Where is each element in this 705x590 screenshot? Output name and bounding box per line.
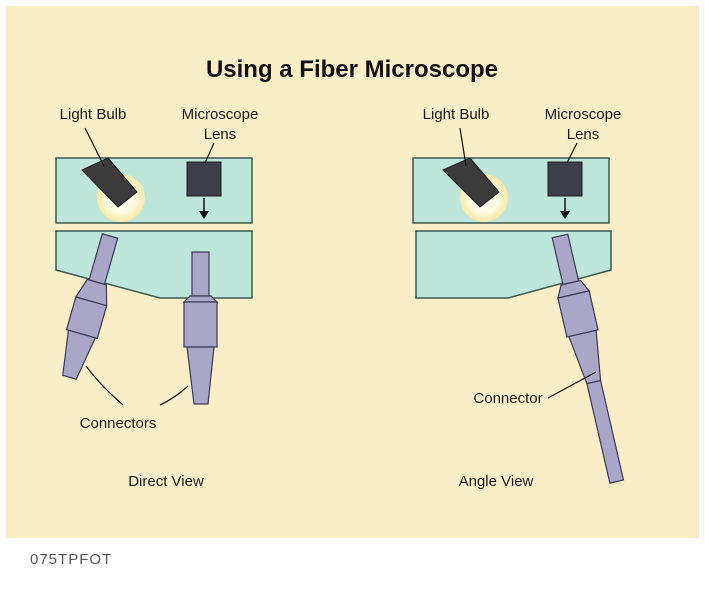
direct-view-caption: Direct View	[128, 473, 204, 490]
angle-lens-label-line1: Microscope	[545, 106, 622, 123]
angle-connector-label: Connector	[473, 390, 542, 407]
direct-light-bulb-label: Light Bulb	[60, 106, 127, 123]
angle-light-bulb-icon	[442, 157, 500, 208]
direct-lens-label-line1: Microscope	[182, 106, 259, 123]
direct-upper-housing	[55, 157, 253, 224]
angle-view-caption: Angle View	[459, 473, 534, 490]
angle-lens-icon	[547, 161, 583, 197]
angle-light-bulb-label: Light Bulb	[423, 106, 490, 123]
direct-lens-arrow-icon	[199, 211, 209, 219]
angle-view-group: Light Bulb Microscope Lens Connector Ang…	[412, 106, 625, 490]
angle-lens-arrow-icon	[560, 211, 570, 219]
direct-connectors-label: Connectors	[80, 415, 157, 432]
angle-lens-label-line2: Lens	[567, 126, 600, 143]
direct-lens-label-line2: Lens	[204, 126, 237, 143]
direct-angled-connector	[62, 233, 119, 380]
direct-lens-icon	[186, 161, 222, 197]
figure-code: 075TPFOT	[30, 551, 113, 568]
angle-connector	[551, 233, 625, 484]
direct-light-bulb-icon	[81, 157, 138, 208]
direct-view-group: Light Bulb Microscope Lens Connectors Di…	[55, 106, 259, 490]
diagram-title: Using a Fiber Microscope	[206, 56, 498, 83]
direct-vertical-connector	[182, 251, 219, 405]
